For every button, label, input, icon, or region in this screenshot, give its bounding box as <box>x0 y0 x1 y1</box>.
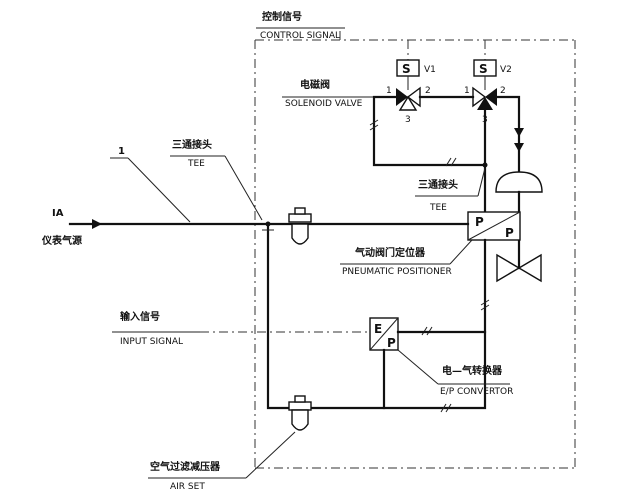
ep-convertor: E P 电—气转换器 E/P CONVERTOR <box>369 317 513 397</box>
input-signal-en: INPUT SIGNAL <box>120 337 183 347</box>
ep-e: E <box>374 322 382 336</box>
solenoid-valve-en: SOLENOID VALVE <box>285 99 363 109</box>
pneumatic-positioner: P P 气动阀门定位器 PNEUMATIC POSITIONER <box>340 211 521 277</box>
control-signal-label: 控制信号 CONTROL SIGNAL <box>256 10 345 41</box>
ia-cn: 仪表气源 <box>41 234 82 247</box>
ia-code: IA <box>52 208 64 219</box>
air-set-en: AIR SET <box>170 482 205 492</box>
air-set: 空气过滤减压器 AIR SET <box>148 395 312 492</box>
solenoid-valve-v2: S V2 1 2 3 <box>464 59 512 125</box>
tee-right-en: TEE <box>429 203 447 213</box>
positioner-en: PNEUMATIC POSITIONER <box>342 267 452 277</box>
tee-left: 三通接头 TEE <box>170 138 487 410</box>
positioner-p1: P <box>475 215 484 229</box>
positioner-cn: 气动阀门定位器 <box>354 246 426 259</box>
control-valve-actuator <box>495 171 543 283</box>
ep-cn: 电—气转换器 <box>442 364 503 377</box>
tee-right-label: 三通接头 TEE <box>415 167 486 213</box>
input-signal-cn: 输入信号 <box>120 310 160 323</box>
v1-port-3: 3 <box>405 115 411 125</box>
tee-left-en: TEE <box>187 159 205 169</box>
filter-main-line <box>288 207 312 245</box>
control-signal-cn: 控制信号 <box>262 10 302 23</box>
ep-en: E/P CONVERTOR <box>440 387 513 397</box>
ep-p: P <box>387 336 396 350</box>
line-number: 1 <box>118 146 125 157</box>
control-boundary <box>254 39 576 469</box>
v2-port-2: 2 <box>500 86 506 96</box>
positioner-p2: P <box>505 226 514 240</box>
tee-right-cn: 三通接头 <box>418 178 458 191</box>
solenoid-valve-cn: 电磁阀 <box>300 78 330 91</box>
solenoid-valve-label: 电磁阀 SOLENOID VALVE <box>282 78 390 109</box>
v1-name: V1 <box>424 65 436 75</box>
solenoid-piping <box>369 95 524 214</box>
v1-port-1: 1 <box>386 86 392 96</box>
control-signal-en: CONTROL SIGNAL <box>260 31 340 41</box>
solenoid-valve-v1: S V1 1 2 3 <box>386 59 436 125</box>
v2-port-1: 1 <box>464 86 470 96</box>
v1-symbol: S <box>402 62 411 76</box>
v2-name: V2 <box>500 65 512 75</box>
input-signal: 输入信号 INPUT SIGNAL <box>112 310 370 347</box>
v1-port-2: 2 <box>425 86 431 96</box>
v2-symbol: S <box>479 62 488 76</box>
air-set-cn: 空气过滤减压器 <box>150 460 221 473</box>
tee-left-cn: 三通接头 <box>172 138 212 151</box>
control-signal-wires <box>407 40 486 60</box>
